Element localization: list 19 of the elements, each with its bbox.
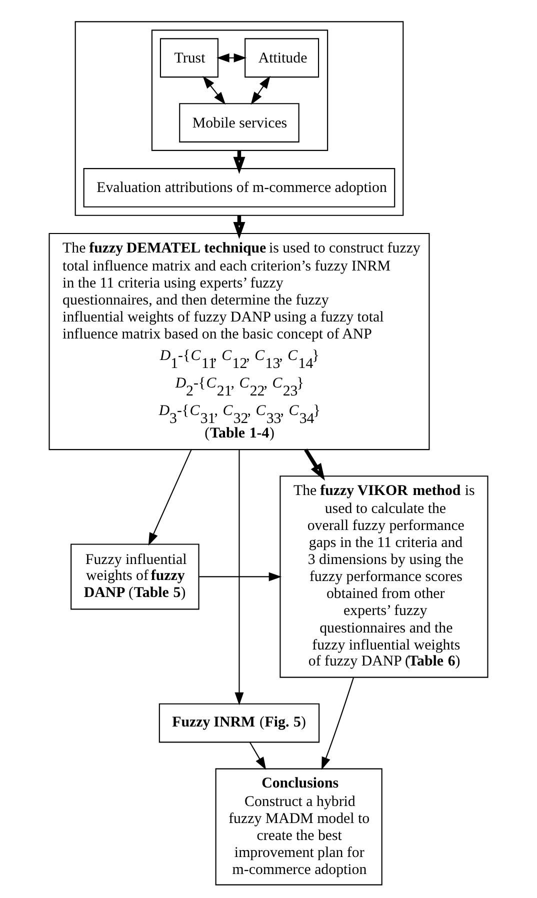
node-box: Mobile services: [179, 103, 300, 142]
arrow: [249, 742, 266, 770]
arrow: [304, 448, 325, 481]
arrow: [250, 76, 270, 105]
node-box: Evaluation attributions of m-commerce adoption: [83, 168, 396, 208]
node-box: Fuzzy INRM (Fig. 5): [158, 703, 320, 743]
arrow: [199, 572, 282, 582]
cluster: [74, 21, 404, 216]
node-box: Fuzzy influential weights of fuzzy DANP (Table 5): [70, 544, 200, 610]
arrow: [148, 449, 192, 546]
arrow: [234, 450, 244, 706]
node-box: The fuzzy VIKOR method is used to calculate the overall fuzzy performance gaps in the 11 criteria and 3 dimensions by using the fuzzy performance scores obtained from other experts’ fuzzy questionnaires and the fuzzy influential weights of fuzzy DANP (Table 6): [280, 476, 488, 678]
node-box: Conclusions Construct a hybrid fuzzy MADM model to create the best improvement plan for m-commerce adoption: [215, 768, 382, 886]
node-box: Attitude: [244, 38, 320, 78]
node-box: Trust: [160, 38, 218, 78]
arrow: [216, 53, 247, 62]
cluster: [151, 30, 328, 151]
arrow: [202, 76, 226, 105]
arrow: [322, 678, 354, 770]
